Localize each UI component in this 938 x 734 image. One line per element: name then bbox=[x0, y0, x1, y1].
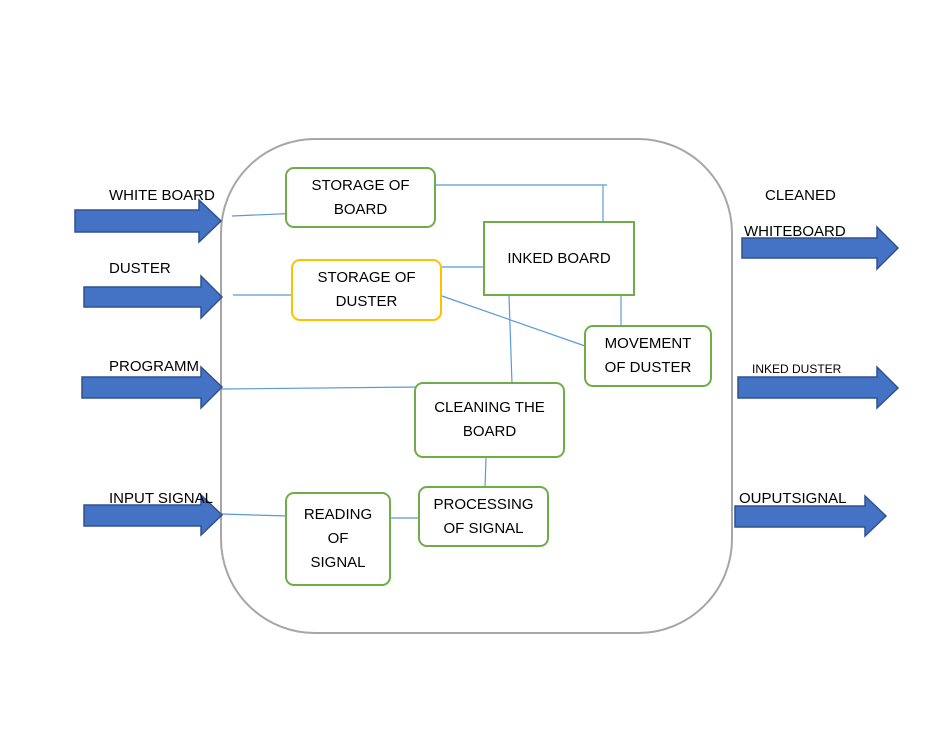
block-processing-of-signal: PROCESSING OF SIGNAL bbox=[418, 486, 549, 547]
output-label-inked-duster: INKED DUSTER bbox=[752, 362, 842, 376]
block-storage-of-duster: STORAGE OF DUSTER bbox=[291, 259, 442, 321]
block-reading-of-signal: READING OF SIGNAL bbox=[285, 492, 391, 586]
input-label-white-board: WHITE BOARD bbox=[109, 187, 215, 204]
input-arrow-white-board bbox=[74, 198, 223, 244]
output-label-output-signal: OUPUTSIGNAL bbox=[739, 490, 847, 507]
output-arrow-output-signal bbox=[734, 494, 888, 538]
input-label-input-signal: INPUT SIGNAL bbox=[109, 490, 213, 507]
output-label-cleaned: CLEANED bbox=[765, 187, 836, 204]
block-movement-of-duster: MOVEMENT OF DUSTER bbox=[584, 325, 712, 387]
connector-inked-cleaning bbox=[508, 295, 513, 385]
connector-programm bbox=[221, 386, 421, 390]
input-arrow-programm bbox=[81, 365, 224, 410]
output-label-whiteboard: WHITEBOARD bbox=[744, 223, 846, 240]
connector-duster-movement bbox=[441, 295, 586, 347]
output-arrow-cleaned-whiteboard bbox=[741, 225, 900, 271]
input-arrow-input-signal bbox=[83, 493, 224, 537]
input-label-duster: DUSTER bbox=[109, 260, 171, 277]
connector-lines bbox=[221, 184, 622, 519]
block-cleaning-the-board: CLEANING THE BOARD bbox=[414, 382, 565, 458]
block-inked-board: INKED BOARD bbox=[483, 221, 635, 296]
arrows bbox=[74, 198, 900, 538]
input-label-programm: PROGRAMM bbox=[109, 358, 199, 375]
input-arrow-duster bbox=[83, 274, 224, 320]
connector-cleaning-processing bbox=[484, 456, 487, 489]
output-arrow-inked-duster bbox=[737, 365, 900, 410]
connector-input-signal bbox=[221, 513, 289, 517]
block-storage-of-board: STORAGE OF BOARD bbox=[285, 167, 436, 228]
